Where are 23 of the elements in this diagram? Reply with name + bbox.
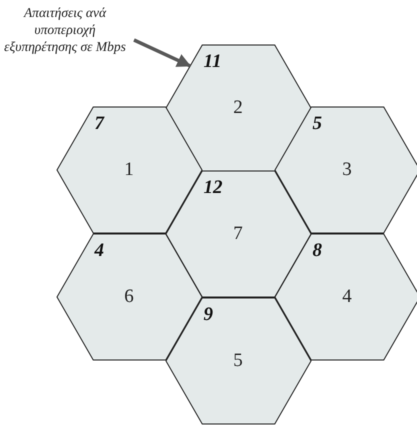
demand-value: 8 bbox=[312, 240, 322, 262]
hexagon-cell bbox=[274, 234, 417, 360]
hexagon-cell bbox=[56, 234, 202, 360]
annotation-text: Απαιτήσεις ανά υποπεριοχή εξυπηρέτησης σε Mbps bbox=[4, 4, 126, 55]
hexagon-cell bbox=[166, 171, 310, 297]
cell-number: 5 bbox=[233, 350, 243, 372]
cell-number: 4 bbox=[342, 286, 352, 308]
demand-value: 12 bbox=[204, 177, 222, 199]
arrow bbox=[133, 38, 192, 68]
cell-number: 3 bbox=[342, 159, 352, 181]
demand-value: 5 bbox=[312, 113, 322, 135]
hexagon-cell bbox=[166, 45, 310, 171]
demand-value: 4 bbox=[94, 240, 104, 262]
hexagon-cell bbox=[166, 298, 310, 424]
cell-number: 6 bbox=[124, 286, 134, 308]
demand-value: 7 bbox=[94, 113, 104, 135]
demand-value: 9 bbox=[204, 304, 213, 326]
hexagon-cell bbox=[274, 107, 417, 233]
cell-number: 2 bbox=[233, 97, 243, 119]
cell-number: 1 bbox=[124, 159, 134, 181]
demand-value: 11 bbox=[204, 51, 222, 73]
hexagon-cell bbox=[56, 107, 202, 233]
cell-number: 7 bbox=[233, 223, 243, 245]
